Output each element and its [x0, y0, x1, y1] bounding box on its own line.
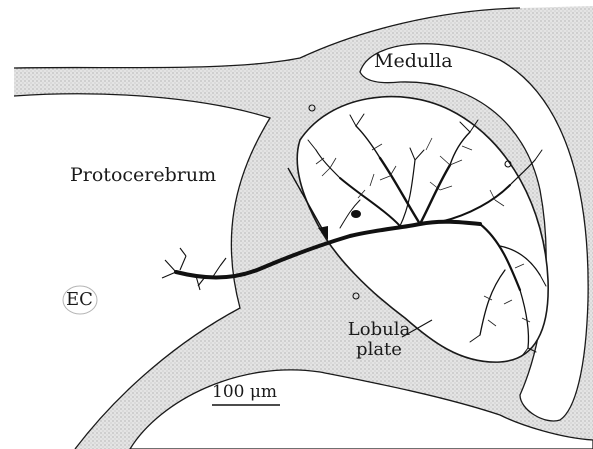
lobula-label-line2: plate	[342, 340, 416, 360]
ec-label: EC	[66, 291, 93, 309]
protocerebrum-label: Protocerebrum	[70, 166, 216, 185]
scale-bar-label: 100 μm	[212, 384, 277, 401]
cell-body	[351, 210, 361, 218]
lobula-plate-label: Lobula plate	[342, 320, 416, 360]
axon-terminal-branches	[162, 248, 226, 290]
lobula-label-line1: Lobula	[342, 320, 416, 340]
medulla-label: Medulla	[374, 52, 453, 71]
